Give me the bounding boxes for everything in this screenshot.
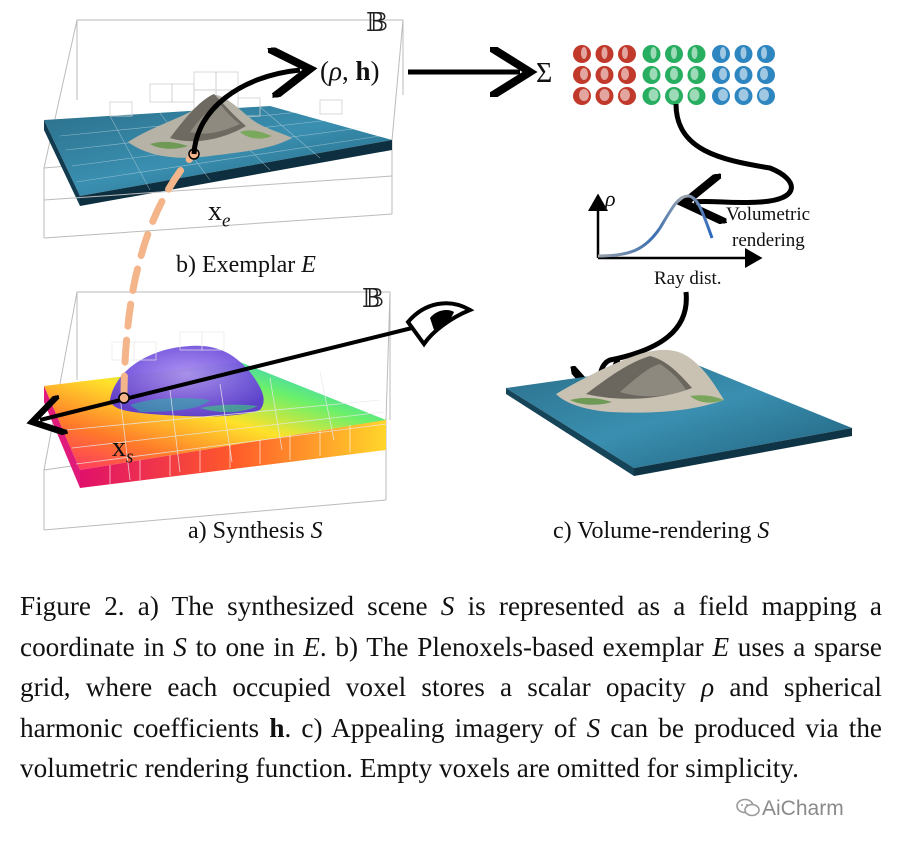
sh-sphere-highlight [739,68,748,80]
sh-sphere-highlight [600,68,609,80]
sh-sphere-highlight [738,89,749,101]
query-arrow [191,70,300,155]
density-plot [588,193,763,268]
watermark-text: AiCharm [762,797,844,820]
sh-sphere-highlight [759,89,769,101]
sh-sphere-highlight [720,47,726,59]
xs-label: xs [112,432,134,468]
sh-sphere-highlight [579,89,589,101]
density-curve [597,194,714,258]
wechat-icon [736,798,760,817]
panel-c-label: c) Volume-rendering S [553,518,770,544]
xe-label: xe [208,196,231,232]
sh-sphere-highlight [650,47,657,59]
bbox-symbol-synthesis: 𝔹 [362,284,384,314]
plot-x-label: Ray dist. [654,268,722,289]
rho-h-label: (ρ, h) [320,56,380,86]
sh-sphere-highlight [718,89,728,101]
figure-canvas [0,19,852,531]
figure-caption: Figure 2. a) The synthesized scene S is … [20,591,883,783]
sh-sphere-highlight [740,47,747,59]
sh-sphere-highlight [761,47,767,59]
panel-a-label: a) Synthesis S [188,518,323,544]
synthesis-blob [110,345,264,417]
sh-sphere-highlight [760,68,768,80]
sh-sphere-highlight [649,68,658,80]
panel-b-label: b) Exemplar E [176,252,316,278]
figure-2: 𝔹 𝔹 xe xs (ρ, h) Σ ρ Ray dist. Volumetri… [0,8,852,544]
sh-sphere-highlight [581,47,587,59]
sh-sphere-highlight [648,89,659,101]
synthesis-panel [43,291,391,531]
sh-sphere-highlight [580,68,588,80]
volumetric-label-1: Volumetric [726,204,811,225]
sh-sphere-highlight [671,47,677,59]
eye-icon [405,301,475,348]
sh-sphere-highlight [620,89,630,101]
plot-rho-label: ρ [605,186,616,211]
render-arrow [673,103,794,203]
sh-sphere-highlight [621,68,629,80]
camera-ray [40,326,413,420]
sh-sphere-highlight [669,89,679,101]
sh-sphere-highlight [719,68,727,80]
sh-sphere-highlight [690,68,699,80]
sh-sphere-highlight [599,89,610,101]
sh-sphere-highlight [622,47,628,59]
sh-sphere-highlight [689,89,700,101]
sh-sphere-highlight [601,47,608,59]
bbox-symbol-exemplar: 𝔹 [366,8,388,38]
sigma-symbol: Σ [536,58,553,89]
sh-sphere-highlight [691,47,698,59]
volumetric-label-2: rendering [732,230,805,251]
sh-coefficient-grid [573,45,775,105]
rendered-island-panel [506,349,852,476]
sh-sphere-highlight [670,68,678,80]
